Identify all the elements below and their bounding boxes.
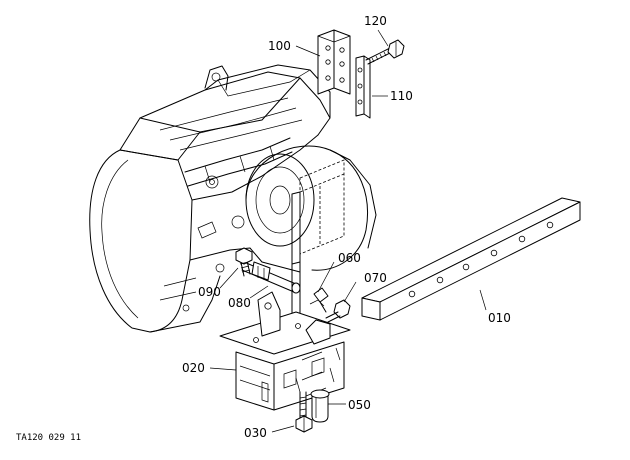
- callout-110: 110: [390, 89, 413, 103]
- callout-060: 060: [338, 251, 361, 265]
- callout-030: 030: [244, 426, 267, 440]
- pin-080: [241, 261, 301, 294]
- callout-100: 100: [268, 39, 291, 53]
- callout-labels: 100 120 110 060 070 090 080 010 020 050 …: [182, 14, 511, 440]
- mount-plate: [291, 191, 301, 323]
- stud-090: [235, 247, 253, 277]
- callout-020: 020: [182, 361, 205, 375]
- callout-080: 080: [228, 296, 251, 310]
- engine-block: [89, 64, 377, 333]
- pin-050: [310, 389, 330, 423]
- callout-090: 090: [198, 285, 221, 299]
- callout-120: 120: [364, 14, 387, 28]
- drawing-code: TA120 029 11: [16, 433, 81, 443]
- callout-070: 070: [364, 271, 387, 285]
- callout-010: 010: [488, 311, 511, 325]
- bolt-030: [295, 391, 313, 433]
- bolt-120: [365, 39, 405, 65]
- clip-060: [309, 287, 329, 313]
- plate-110: [355, 55, 371, 119]
- bracket-100: [317, 29, 351, 95]
- beam-010: [361, 197, 581, 321]
- bolt-070: [325, 299, 351, 323]
- callout-050: 050: [348, 398, 371, 412]
- leader-lines: [209, 29, 487, 433]
